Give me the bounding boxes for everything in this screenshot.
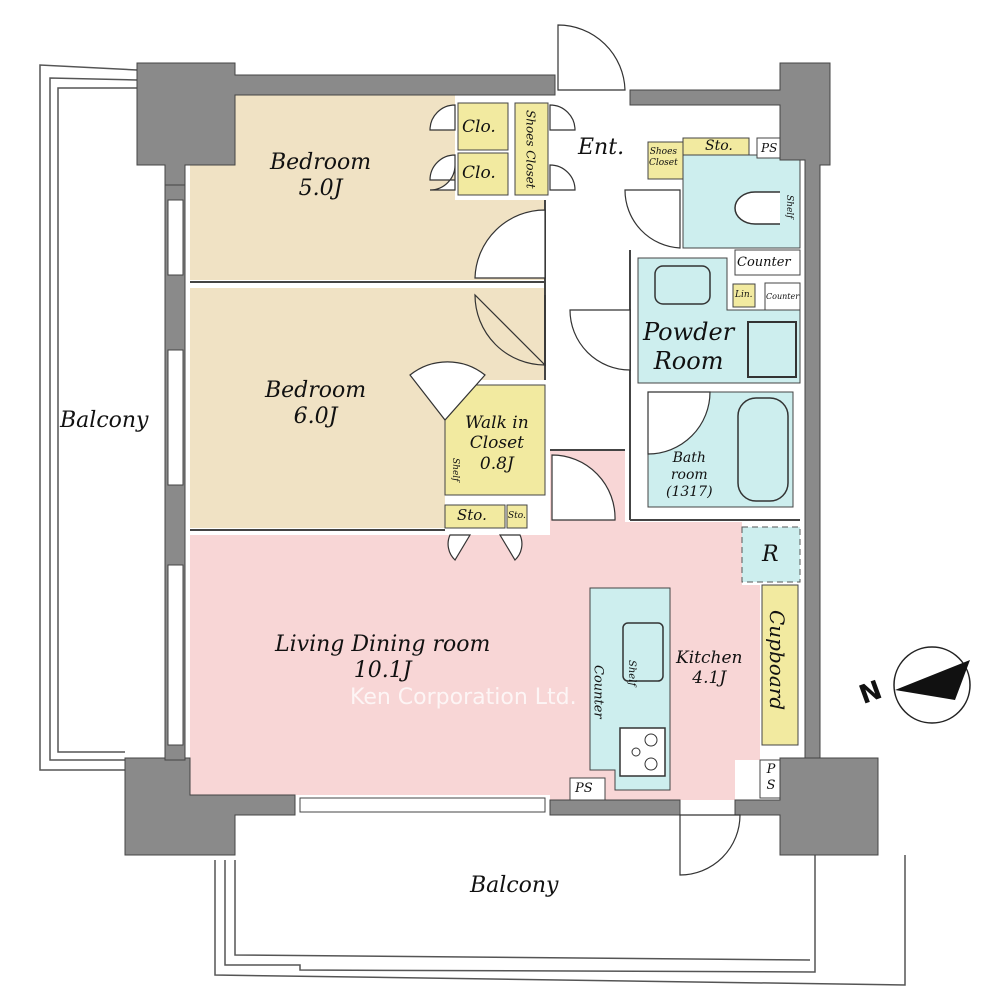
bathtub-icon: [737, 397, 789, 502]
storage-1: [444, 504, 506, 529]
compass: [893, 646, 971, 724]
ps-bottom-label: PS: [575, 781, 593, 796]
clo-1-label: Clo.: [462, 117, 496, 137]
kitchen-sink-icon: [622, 622, 664, 682]
interior-walls: [190, 200, 800, 531]
balcony-left-label: Balcony: [60, 408, 149, 433]
stove-icon: [619, 727, 666, 777]
bedroom-2-floor: [190, 288, 545, 528]
storage-2-label: Sto.: [508, 511, 526, 521]
kitchen-counter-label: Counter: [590, 665, 606, 719]
ps-top-label: PS: [761, 141, 778, 155]
shoes-closet-1: [514, 102, 549, 196]
counter-2: [764, 282, 801, 311]
clo-2-label: Clo.: [462, 163, 496, 183]
doors: [409, 24, 741, 876]
balcony-left-outline: [39, 64, 138, 771]
walkin-shelf-label: Shelf: [449, 458, 460, 482]
watermark: Ken Corporation Ltd.: [350, 685, 577, 710]
refrigerator-space: [741, 526, 801, 583]
kitchen-shelf-label: Shelf: [626, 660, 637, 687]
kitchen-door: [679, 814, 741, 876]
cupboard-label: Cupboard: [765, 610, 789, 711]
toilet-storage-label: Sto.: [705, 138, 733, 154]
storage-1-label: Sto.: [457, 506, 487, 524]
cupboard: [761, 584, 799, 746]
linen-label: Lin.: [735, 290, 753, 300]
toilet-storage: [682, 137, 750, 156]
toilet-door: [624, 189, 681, 249]
balcony-bottom-outline: [214, 855, 906, 986]
clo-2: [457, 152, 509, 196]
toilet-icon: [734, 191, 780, 225]
sink-icon: [654, 265, 711, 305]
linen-closet: [732, 283, 756, 308]
hall-door: [569, 309, 631, 371]
closet-doors: [429, 104, 576, 561]
ps-right-label: P S: [766, 762, 776, 793]
entrance-door: [557, 24, 626, 91]
counter-1-label: Counter: [737, 255, 791, 270]
balcony-bottom-label: Balcony: [470, 873, 559, 898]
living-door: [551, 454, 616, 521]
windows: [167, 199, 546, 813]
washer-pan-icon: [747, 321, 797, 378]
toilet-shelf-label: Shelf: [783, 195, 794, 219]
bath-door: [647, 391, 711, 455]
bedroom1-door: [474, 209, 546, 279]
clo-1: [457, 102, 509, 151]
walk-in-closet-floor: [444, 384, 546, 496]
counter-1: [734, 249, 801, 276]
refrigerator-label: R: [762, 542, 779, 567]
storage-2: [506, 504, 528, 529]
shoes-closet-label: Shoes Closet: [523, 110, 538, 189]
walkin-door: [409, 361, 486, 421]
counter-2-label: Counter: [766, 292, 800, 301]
bedroom2-door: [474, 293, 546, 367]
entrance-label: Ent.: [578, 135, 625, 160]
